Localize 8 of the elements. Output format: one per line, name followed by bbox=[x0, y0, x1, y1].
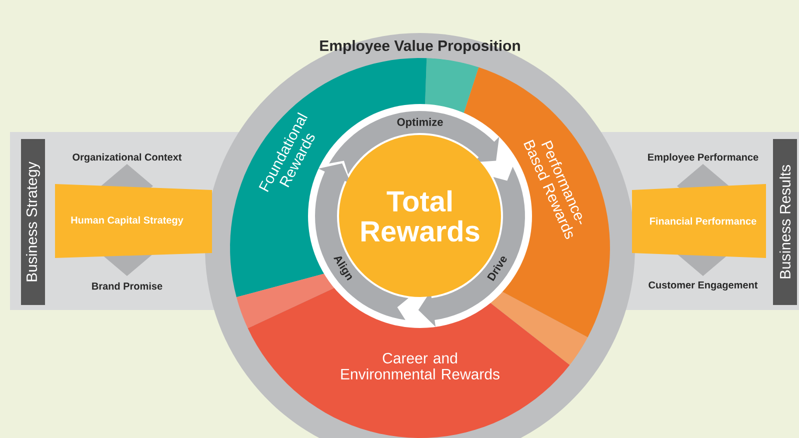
side-label: Employee Performance bbox=[648, 153, 758, 163]
title-bar: Business Results bbox=[773, 139, 797, 305]
side-label: Brand Promise bbox=[92, 282, 162, 290]
strategy-band: Human Capital Strategy bbox=[55, 184, 212, 258]
side-label: Organizational Context bbox=[72, 153, 182, 163]
side-label: Customer Engagement bbox=[648, 281, 758, 291]
title-bar: Business Strategy bbox=[21, 139, 45, 305]
strategy-band: Financial Performance bbox=[632, 184, 766, 258]
